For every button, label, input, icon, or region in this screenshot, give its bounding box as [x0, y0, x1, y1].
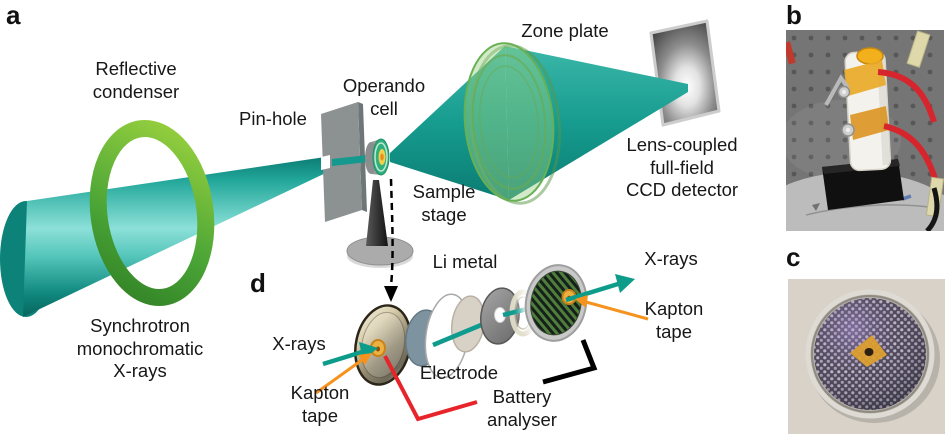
panel-label-b: b: [786, 0, 802, 30]
red-edge-object: [786, 41, 796, 65]
label-kapton-right: Kapton tape: [644, 298, 704, 342]
label-ccd-detector: Lens-coupled full-field CCD detector: [625, 134, 739, 201]
label-pinhole: Pin-hole: [239, 108, 307, 129]
wire-connector-top: [906, 30, 931, 68]
kapton-arrow-right: [575, 295, 649, 321]
photo-b-art: [786, 30, 944, 231]
reflective-condenser-ring: [89, 120, 215, 306]
photo-c-art: [788, 279, 945, 434]
ccd-detector-plate: [649, 19, 721, 127]
dashed-arrow: [384, 178, 398, 302]
coin-cell-photo: [788, 279, 945, 434]
label-electrode: Electrode: [419, 362, 499, 383]
bolt-1: [837, 85, 851, 99]
panel-label-d: d: [250, 268, 266, 298]
xray-arrow-right: [565, 274, 635, 303]
zone-plate-lens: [463, 42, 562, 205]
kapton-patch-1: [844, 60, 886, 96]
kapton-patch-2: [850, 106, 889, 140]
bolt-2: [841, 123, 855, 137]
sample-hole: [864, 348, 874, 356]
label-operando-cell: Operando cell: [342, 75, 426, 119]
label-xrays-left: X-rays: [272, 333, 326, 354]
cell-cap-right: [524, 264, 588, 342]
operando-cell-photo: [786, 30, 944, 231]
black-cable: [925, 187, 940, 231]
label-kapton-left: Kapton tape: [290, 382, 350, 426]
red-wire-top: [877, 69, 937, 123]
label-xrays-right: X-rays: [644, 248, 698, 269]
panel-label-a: a: [6, 0, 21, 30]
coin-cell: [805, 289, 935, 419]
label-battery-analyser: Battery analyser: [487, 386, 557, 430]
operando-cell-disc: [365, 138, 390, 176]
label-sample-stage: Sample stage: [412, 181, 476, 225]
kapton-arrow-left: [315, 353, 372, 395]
exploded-cell: [315, 258, 649, 422]
label-li-metal: Li metal: [432, 251, 498, 272]
metal-clip: [824, 74, 850, 106]
cell-bracket: [542, 339, 598, 385]
panel-label-c: c: [786, 242, 801, 272]
label-synchrotron: Synchrotron monochromatic X-rays: [76, 315, 204, 382]
battery-analyser-wire: [383, 355, 478, 422]
red-wire-bottom: [883, 123, 939, 183]
label-zone-plate: Zone plate: [521, 20, 609, 41]
label-reflective-condenser: Reflective condenser: [92, 58, 180, 102]
focused-beam: [332, 155, 368, 166]
sample-stage-pedestal: [346, 180, 414, 268]
